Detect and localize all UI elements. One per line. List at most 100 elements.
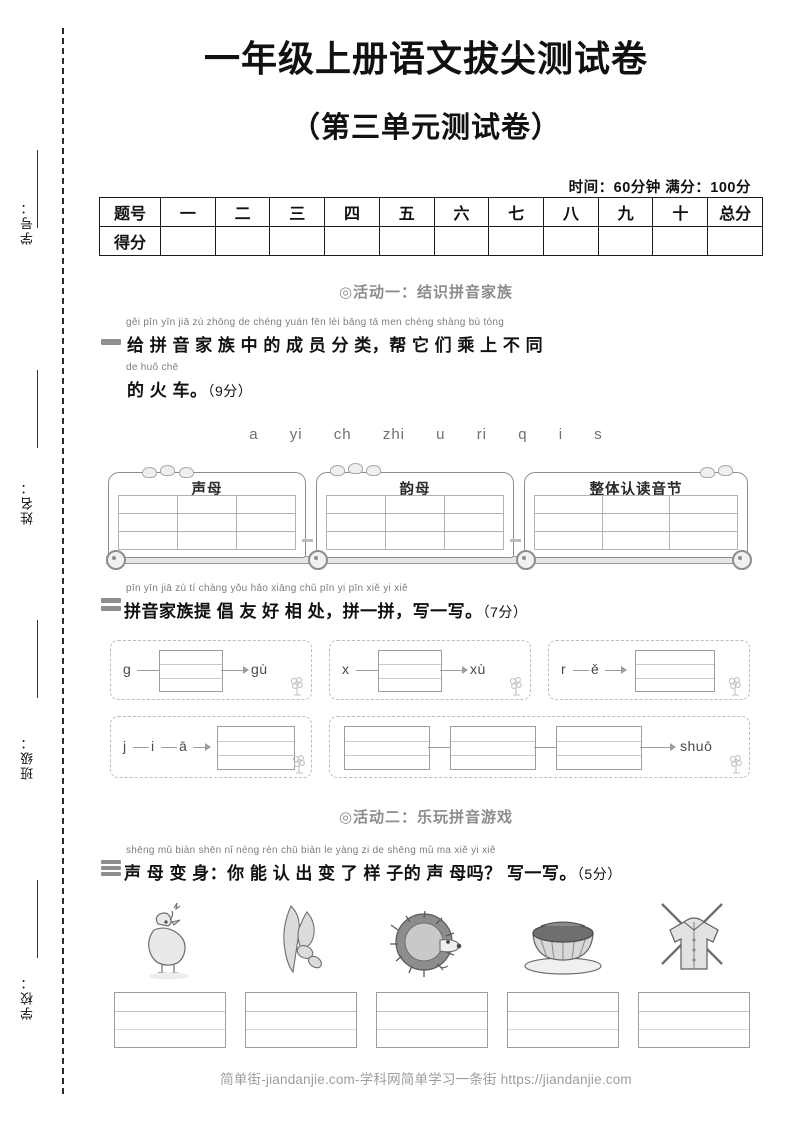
- answer-box[interactable]: [245, 992, 357, 1048]
- puzzle-card-x-xu[interactable]: x xù: [329, 640, 531, 700]
- train-car-yunmu-title: 韵母: [399, 482, 431, 498]
- train-car-zhengti-grid[interactable]: [534, 495, 738, 550]
- table-row[interactable]: [534, 495, 738, 514]
- score-col-10: 十: [652, 197, 709, 227]
- answer-box[interactable]: [556, 726, 642, 770]
- exam-meta: 时间：60分钟 满分：100分: [568, 180, 751, 196]
- puzzle-lead-i: i: [151, 738, 155, 754]
- q2-pinyin-line: pīn yīn jiā zú tí chàng yǒu hǎo xiāng ch…: [126, 583, 408, 594]
- chicken-picture: [114, 900, 226, 982]
- train-wheel-icon: [516, 550, 536, 570]
- score-col-3: 三: [269, 197, 326, 227]
- exam-sheet: 一年级上册语文拔尖测试卷 （第三单元测试卷） 时间：60分钟 满分：100分 题…: [86, 0, 793, 1122]
- puzzle-card-r-e[interactable]: r ě: [548, 640, 750, 700]
- answer-box[interactable]: [638, 992, 750, 1048]
- train-car-zhengti[interactable]: 整体认读音节: [524, 472, 748, 558]
- cargo-icon: [179, 467, 194, 478]
- q2-text-line: 拼音家族提 倡 友 好 相 处，拼一拼，写一写。（7分）: [124, 597, 527, 622]
- score-cell-9[interactable]: [597, 226, 654, 256]
- score-cell-7[interactable]: [488, 226, 545, 256]
- connector-line: [534, 747, 556, 748]
- answer-box[interactable]: [507, 992, 619, 1048]
- letter-ch[interactable]: ch: [333, 426, 352, 443]
- picture-cell-hedgehog: [376, 900, 488, 1048]
- train-car-yunmu[interactable]: 韵母: [316, 472, 514, 558]
- picture-cell-sprout: [245, 900, 357, 1048]
- cup-picture: [507, 900, 619, 982]
- puzzle-card-j-i-a[interactable]: j i ā: [110, 716, 312, 778]
- answer-box[interactable]: [635, 650, 715, 692]
- q2-text-main: 拼音家族提 倡 友 好 相 处，拼一拼，写一写。: [124, 602, 483, 621]
- connector-line: [440, 670, 462, 671]
- table-row[interactable]: [118, 531, 296, 550]
- q1-text-line-2: 的 火 车。（9分）: [127, 376, 252, 401]
- table-row[interactable]: [326, 495, 504, 514]
- score-col-8: 八: [543, 197, 599, 227]
- puzzle-card-g-gu[interactable]: g gù: [110, 640, 312, 700]
- cargo-icon: [348, 463, 363, 474]
- letter-q[interactable]: q: [518, 426, 528, 443]
- table-row[interactable]: [326, 531, 504, 550]
- puzzle-lead-j: j: [123, 738, 127, 754]
- answer-box[interactable]: [159, 650, 223, 692]
- letter-yi[interactable]: yi: [289, 426, 303, 443]
- puzzle-result-gu: gù: [251, 661, 268, 677]
- score-col-1: 一: [160, 197, 216, 227]
- train-coupler-icon: [510, 539, 521, 542]
- picture-answer-row: [100, 900, 766, 1050]
- score-cell-4[interactable]: [324, 226, 380, 256]
- cargo-icon: [366, 465, 381, 476]
- margin-label-student-id: 学号：: [20, 200, 35, 245]
- answer-box[interactable]: [217, 726, 295, 770]
- q3-pinyin-line: shēng mǔ biàn shēn nǐ néng rèn chū biàn …: [126, 845, 496, 856]
- score-col-7: 七: [488, 197, 545, 227]
- answer-box[interactable]: [376, 992, 488, 1048]
- score-cell-3[interactable]: [269, 226, 326, 256]
- score-cell-1[interactable]: [160, 226, 216, 256]
- score-cell-total[interactable]: [707, 226, 763, 256]
- question-2-number: [101, 598, 121, 615]
- train-car-shengmu-grid[interactable]: [118, 495, 296, 550]
- train-wheel-icon: [106, 550, 126, 570]
- score-cell-8[interactable]: [543, 226, 599, 256]
- hedgehog-picture: [376, 900, 488, 982]
- train-coupler-icon: [302, 539, 313, 542]
- connector-line: [356, 670, 378, 671]
- score-cell-5[interactable]: [378, 226, 435, 256]
- question-3-number: [101, 860, 121, 877]
- table-row[interactable]: [326, 513, 504, 532]
- connector-line: [137, 670, 159, 671]
- letter-s[interactable]: s: [594, 426, 603, 443]
- answer-box[interactable]: [450, 726, 536, 770]
- table-row[interactable]: [118, 513, 296, 532]
- train-group: 声母 韵母 整体认读音节: [104, 462, 752, 570]
- letter-a[interactable]: a: [249, 426, 259, 443]
- train-car-zhengti-title: 整体认读音节: [589, 482, 683, 498]
- letter-zhi[interactable]: zhi: [382, 426, 405, 443]
- train-car-yunmu-grid[interactable]: [326, 495, 504, 550]
- letter-u[interactable]: u: [436, 426, 446, 443]
- answer-box[interactable]: [114, 992, 226, 1048]
- train-car-shengmu[interactable]: 声母: [108, 472, 306, 558]
- letter-ri[interactable]: ri: [476, 426, 488, 443]
- connector-line: [605, 670, 621, 671]
- score-cell-10[interactable]: [652, 226, 709, 256]
- sprout-picture: [245, 900, 357, 982]
- score-col-total: 总分: [707, 197, 763, 227]
- score-cell-2[interactable]: [214, 226, 271, 256]
- puzzle-result-shuo: shuō: [680, 738, 713, 754]
- answer-box[interactable]: [378, 650, 442, 692]
- letter-i[interactable]: i: [558, 426, 564, 443]
- picture-cell-cup: [507, 900, 619, 1048]
- train-wheel-icon: [308, 550, 328, 570]
- table-row[interactable]: [118, 495, 296, 514]
- activity-two-banner: ◎活动二：乐玩拼音游戏: [338, 809, 514, 826]
- score-cell-6[interactable]: [433, 226, 490, 256]
- puzzle-card-shuo[interactable]: shuō: [329, 716, 750, 778]
- answer-box[interactable]: [344, 726, 430, 770]
- table-row[interactable]: [534, 513, 738, 532]
- score-table-row-label-1: 得分: [99, 226, 161, 256]
- cargo-icon: [700, 467, 715, 478]
- q1-letter-pool: a yi ch zhi u ri q i s: [86, 426, 766, 443]
- table-row[interactable]: [534, 531, 738, 550]
